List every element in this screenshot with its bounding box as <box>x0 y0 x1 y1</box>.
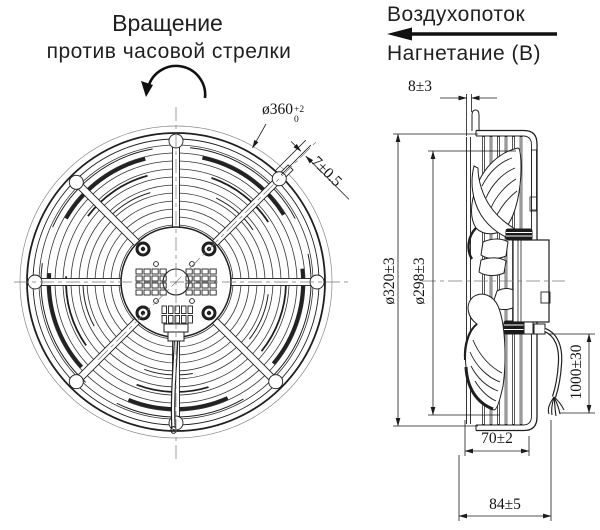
dim-fan-outer-diameter-value: ø360 <box>262 101 293 118</box>
center-lines-front <box>14 107 348 463</box>
dim-overall-depth: 84±5 <box>489 496 521 513</box>
dim-guard-front-offset: 8±3 <box>407 78 432 95</box>
airflow-label: Воздухопоток <box>387 3 526 26</box>
dim-guard-wire-width-lines <box>275 139 350 200</box>
cable-wires <box>547 396 565 417</box>
dim-guard-diameter: ø320±3 <box>381 257 398 305</box>
rotation-label-line1: Вращение <box>112 10 223 36</box>
dim-guard-depth-lines <box>464 420 530 456</box>
side-view <box>422 109 565 432</box>
dim-impeller-diameter-lines <box>428 150 516 416</box>
dim-leader-fan-diameter <box>252 123 267 149</box>
fan-blades-side <box>463 147 522 411</box>
rotation-arrow-icon <box>141 64 207 99</box>
dim-overall-depth-lines <box>458 420 552 521</box>
dim-cable-length: 1000±30 <box>568 344 585 400</box>
dim-cable-length-lines <box>548 333 595 414</box>
wall-hook <box>471 109 480 131</box>
hub-bolts <box>135 241 217 321</box>
dim-impeller-diameter: ø298±3 <box>411 257 428 305</box>
hub-vent-slots-left <box>135 268 167 296</box>
airflow-arrow-icon <box>387 27 557 41</box>
dim-guard-diameter-lines <box>393 133 478 427</box>
rotation-label-line2: против часовой стрелки <box>46 40 292 63</box>
hub-vent-slots-bottom <box>161 305 193 324</box>
power-cable-side <box>523 321 565 417</box>
dim-guard-depth: 70±2 <box>481 430 513 447</box>
dim-guard-front-offset-lines <box>440 94 497 136</box>
discharge-label: Нагнетание (В) <box>387 42 541 65</box>
hub-vent-slots-right <box>185 268 217 296</box>
dimension-lines <box>252 94 595 521</box>
front-view <box>14 107 348 463</box>
